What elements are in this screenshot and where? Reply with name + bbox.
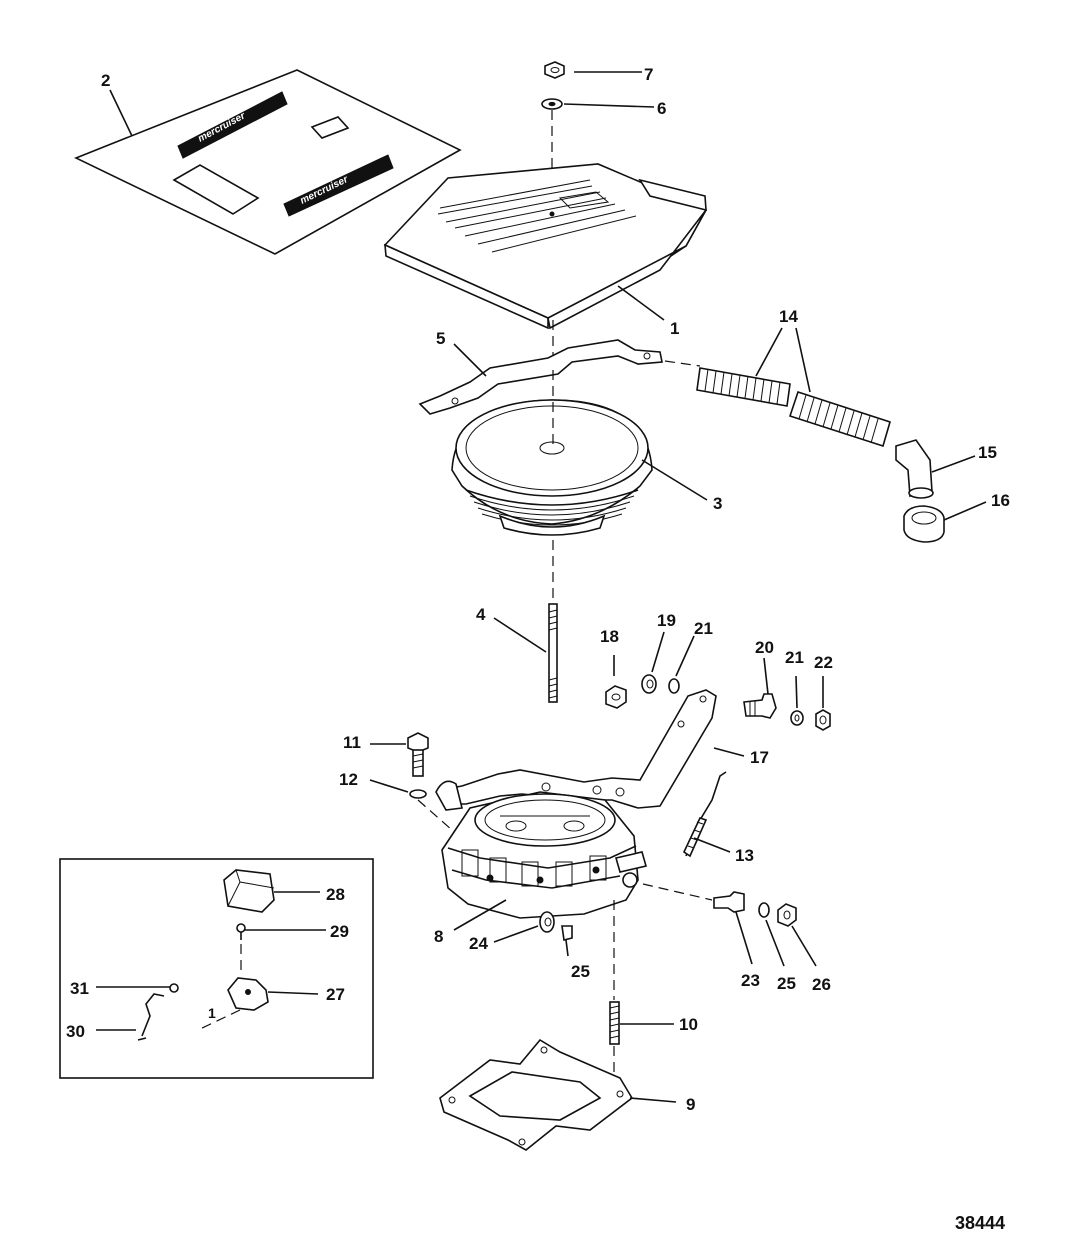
callout-29: 29 — [330, 922, 349, 941]
cover-washer — [541, 98, 563, 110]
callout-16: 16 — [991, 491, 1010, 510]
callout-31: 31 — [70, 979, 89, 998]
callout-7: 7 — [644, 65, 653, 84]
callout-15: 15 — [978, 443, 997, 462]
crankcase-vent-hose-1 — [696, 367, 791, 407]
washer-25-left — [561, 925, 573, 941]
callout-14: 14 — [779, 307, 798, 326]
callout-27: 27 — [326, 985, 345, 1004]
lockwasher-12 — [409, 789, 427, 799]
callout-17: 17 — [750, 748, 769, 767]
decal-sheet: mercruiser mercruiser — [74, 69, 462, 255]
callout-21-left: 21 — [694, 619, 713, 638]
callout-28: 28 — [326, 885, 345, 904]
crankcase-vent-hose-2 — [788, 390, 891, 448]
callout-19: 19 — [657, 611, 676, 630]
callout-23: 23 — [741, 971, 760, 990]
callout-1: 1 — [670, 319, 679, 338]
callout-25-left: 25 — [571, 962, 590, 981]
screw-29 — [236, 923, 246, 940]
callout-10: 10 — [679, 1015, 698, 1034]
choke-rod — [682, 771, 727, 858]
callout-2: 2 — [101, 71, 110, 90]
washer-21-left — [668, 678, 680, 694]
callout-25-right: 25 — [777, 974, 796, 993]
washer-25-right — [758, 902, 770, 918]
callout-3: 3 — [713, 494, 722, 513]
bolt-11 — [407, 732, 429, 777]
callout-9: 9 — [686, 1095, 695, 1114]
washer-24 — [539, 911, 555, 933]
callout-12: 12 — [339, 770, 358, 789]
washer-19 — [641, 674, 657, 694]
wire-30 — [137, 993, 165, 1041]
callout-5: 5 — [436, 329, 445, 348]
callout-6: 6 — [657, 99, 666, 118]
callout-21-right: 21 — [785, 648, 804, 667]
drawing-number: 38444 — [955, 1213, 1006, 1233]
switch-27 — [227, 977, 269, 1011]
callout-inset-1: 1 — [208, 1005, 216, 1021]
carburetor — [435, 780, 648, 919]
callout-labels: 1 2 3 4 5 6 7 8 9 10 11 12 13 14 15 16 1… — [66, 65, 1010, 1114]
arrestor-bracket — [418, 339, 663, 415]
throttle-bracket — [438, 689, 717, 809]
inset-box — [59, 858, 374, 1079]
vent-grommet — [903, 505, 945, 543]
flame-arrestor — [451, 399, 653, 536]
clip-31 — [169, 983, 179, 993]
callout-18: 18 — [600, 627, 619, 646]
nut-26 — [777, 903, 797, 927]
callout-20: 20 — [755, 638, 774, 657]
cap-28 — [223, 869, 275, 913]
nut-22 — [815, 709, 831, 731]
callout-8: 8 — [434, 927, 443, 946]
nut-18 — [605, 685, 627, 709]
stud-10 — [609, 1001, 620, 1045]
callout-11: 11 — [343, 733, 361, 752]
washer-21-right — [790, 710, 804, 726]
callout-26: 26 — [812, 975, 831, 994]
flame-arrestor-cover — [383, 163, 708, 330]
leader-lines — [96, 71, 987, 1103]
throttle-stud-20 — [743, 693, 777, 719]
callout-22: 22 — [814, 653, 833, 672]
vent-elbow-fitting — [895, 439, 934, 499]
carburetor-gasket — [439, 1038, 634, 1151]
stud-23 — [713, 891, 745, 913]
callout-30: 30 — [66, 1022, 85, 1041]
callout-4: 4 — [476, 605, 486, 624]
callout-13: 13 — [735, 846, 754, 865]
cover-nut — [544, 61, 565, 79]
callout-24: 24 — [469, 934, 488, 953]
carburetor-stud — [548, 603, 558, 703]
